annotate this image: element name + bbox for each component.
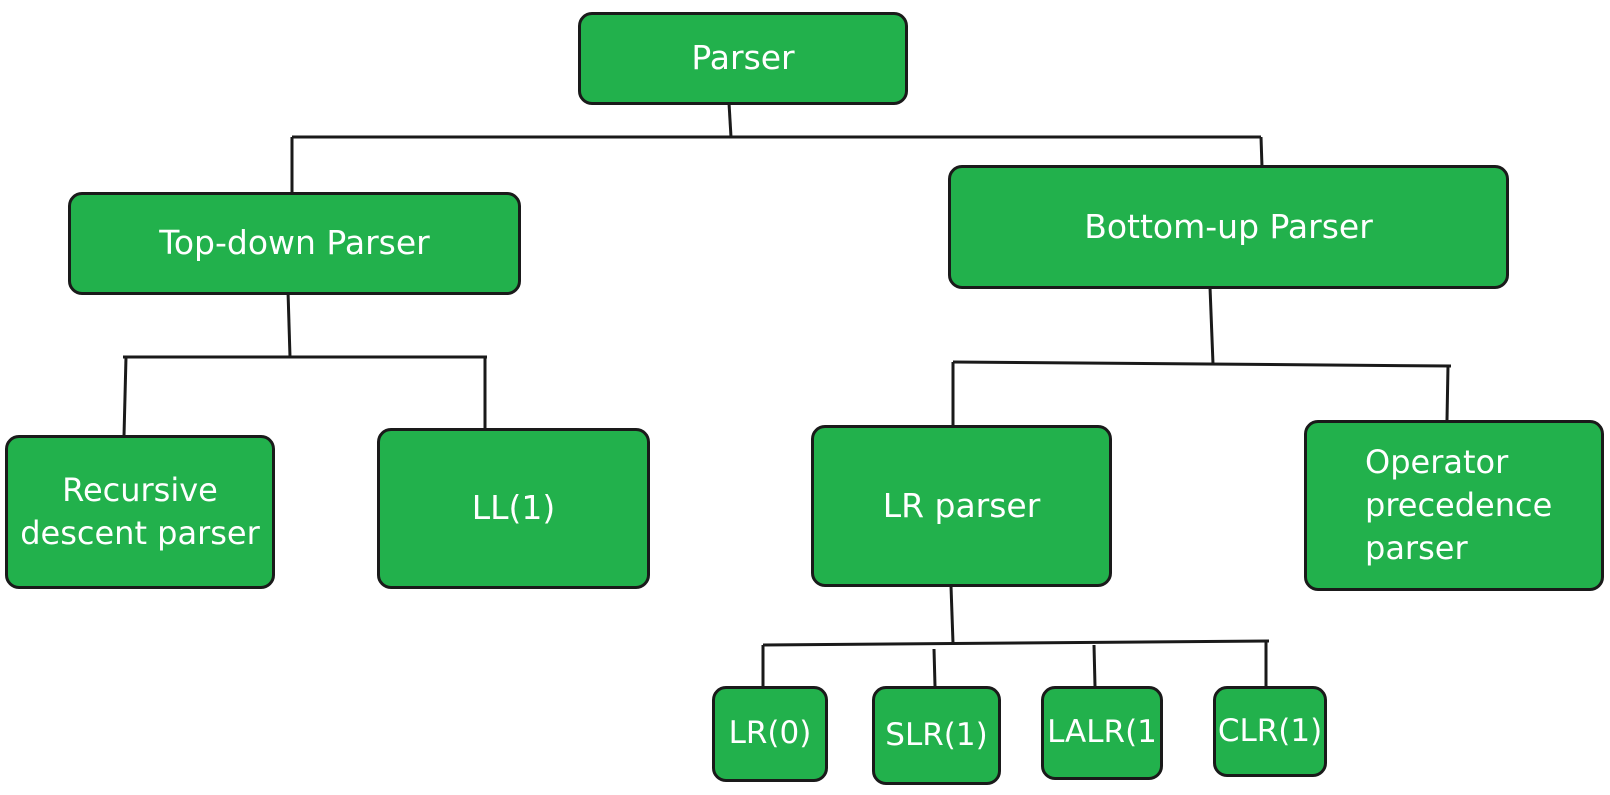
- node-operator-precedence-parser-label: Operator precedence parser: [1365, 442, 1553, 568]
- connector-to-lalr1: [1092, 644, 1097, 687]
- node-parser: Parser: [578, 12, 908, 105]
- node-parser-label: Parser: [691, 38, 795, 78]
- node-top-down-parser: Top-down Parser: [68, 192, 521, 295]
- node-clr1: CLR(1): [1213, 686, 1327, 777]
- connector-parser-stem: [727, 102, 733, 138]
- node-ll1-label: LL(1): [471, 488, 556, 528]
- node-operator-precedence-parser: Operator precedence parser: [1304, 420, 1604, 591]
- connector-top-down-stem: [286, 290, 292, 358]
- connector-lr-parser-bar: [762, 639, 1270, 647]
- node-lr-parser: LR parser: [811, 425, 1112, 587]
- connector-lr-parser-stem: [949, 585, 955, 644]
- node-lalr1: LALR(1: [1041, 686, 1163, 780]
- connector-to-operator-precedence: [1445, 365, 1450, 421]
- node-top-down-parser-label: Top-down Parser: [159, 223, 430, 263]
- node-recursive-descent-parser: Recursive descent parser: [5, 435, 275, 589]
- node-bottom-up-parser-label: Bottom-up Parser: [1084, 206, 1373, 246]
- node-lr0: LR(0): [712, 686, 828, 782]
- connector-to-recursive-descent: [122, 356, 128, 437]
- node-lalr1-label: LALR(1: [1047, 714, 1157, 751]
- node-recursive-descent-parser-label: Recursive descent parser: [20, 470, 260, 552]
- node-slr1-label: SLR(1): [885, 716, 988, 753]
- connector-to-bottom-up: [1259, 136, 1264, 168]
- node-lr-parser-label: LR parser: [882, 485, 1041, 525]
- node-clr1-label: CLR(1): [1217, 712, 1323, 749]
- node-lr0-label: LR(0): [728, 715, 812, 752]
- node-slr1: SLR(1): [872, 686, 1001, 785]
- node-ll1: LL(1): [377, 428, 650, 589]
- connector-bottom-up-bar: [952, 360, 1452, 368]
- connector-bottom-up-stem: [1208, 286, 1215, 365]
- node-bottom-up-parser: Bottom-up Parser: [948, 165, 1509, 289]
- connector-to-slr1: [932, 648, 937, 687]
